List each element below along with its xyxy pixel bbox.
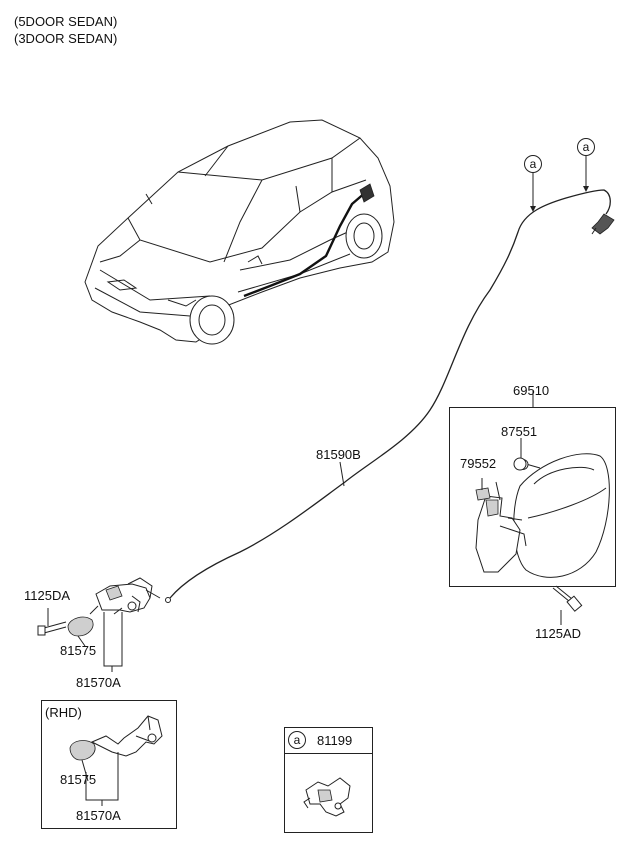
label-screw-right: 1125AD <box>535 626 582 641</box>
label-connector: 81199 <box>317 733 353 748</box>
label-bolt-left: 1125DA <box>24 588 71 603</box>
label-cap-rhd: 81575 <box>60 772 97 787</box>
fuel-door-lid <box>475 453 610 578</box>
bolt-icon <box>37 608 67 636</box>
label-bracket-left: 81570A <box>76 675 121 690</box>
label-cable: 81590B <box>316 447 361 462</box>
legend-divider <box>284 753 373 754</box>
callout-a-legend: a <box>288 731 306 749</box>
label-79552: 79552 <box>460 456 497 471</box>
cable-line <box>169 189 611 599</box>
label-fuel-door-assy: 69510 <box>513 383 550 398</box>
fuel-door-assembly-box <box>449 407 616 587</box>
screw-icon <box>552 585 583 625</box>
model-label-5door: (5DOOR SEDAN) <box>14 14 118 29</box>
model-label-3door: (3DOOR SEDAN) <box>14 31 118 46</box>
label-cap-left: 81575 <box>60 643 97 658</box>
label-bracket-rhd: 81570A <box>76 808 121 823</box>
car-illustration <box>84 119 395 345</box>
callout-a1: a <box>524 155 542 173</box>
rhd-box <box>41 700 177 829</box>
callout-a2: a <box>577 138 595 156</box>
label-rhd: (RHD) <box>45 705 82 720</box>
label-87551: 87551 <box>501 424 538 439</box>
connector-legend-box <box>284 727 373 833</box>
cap-left-shape <box>67 616 94 637</box>
lever-bracket-rhd <box>69 715 163 806</box>
clip-connector <box>303 777 351 817</box>
lever-bracket <box>67 577 161 672</box>
